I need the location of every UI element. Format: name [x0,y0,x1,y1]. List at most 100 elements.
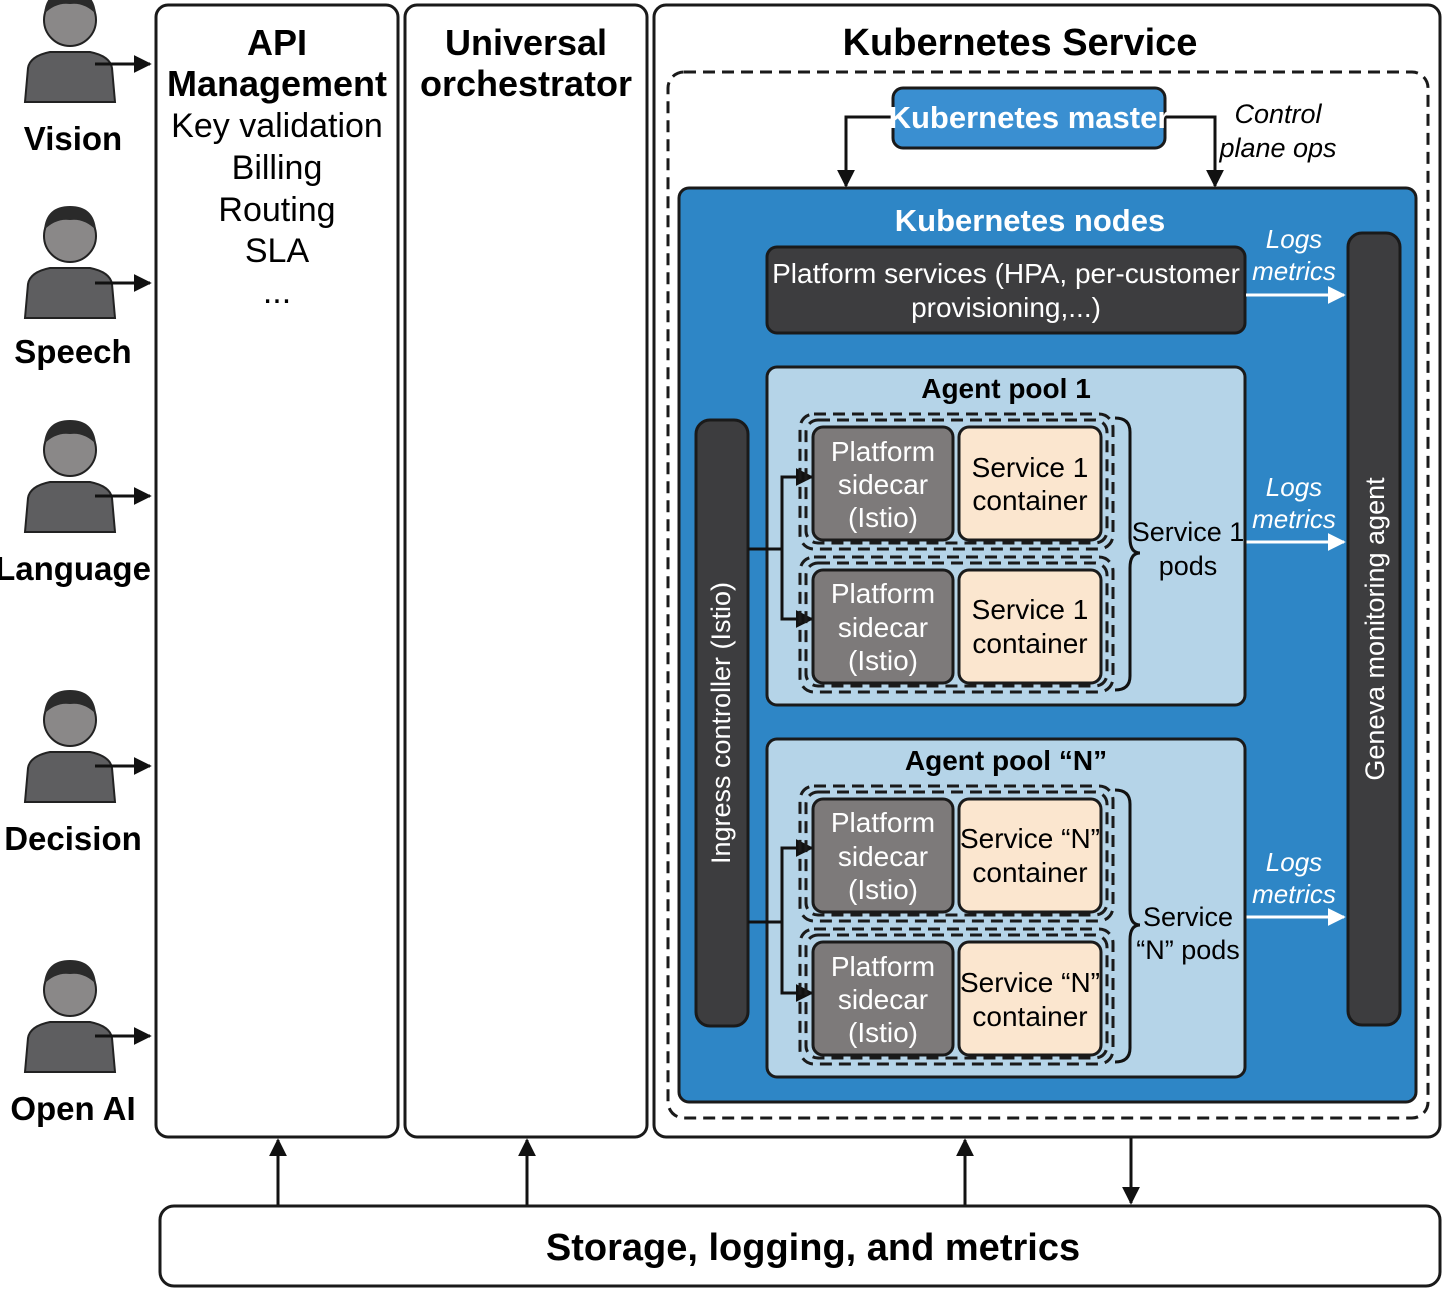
speech-label: Speech [14,333,131,370]
agent-pool-n-title: Agent pool “N” [905,745,1107,776]
master-left-arrow [837,115,893,188]
pooln-pod1-service-line1: Service “N” [960,823,1100,854]
pool1-pod2-sidecar-line2: sidecar [838,612,928,643]
ingress-to-pooln-pod2-arrow [780,922,814,1002]
api-title-line2: Management [167,63,387,104]
pooln-pods-label-line2: “N” pods [1136,935,1240,965]
pool1-pod1-service-line2: container [972,485,1087,516]
pool1-pod1-service-box [957,425,1103,542]
pool1-pod1-sidecar-line1: Platform [831,436,935,467]
kubernetes-master-box [891,86,1167,150]
kubernetes-nodes-title: Kubernetes nodes [895,203,1165,238]
pooln-pod1-sidecar-line2: sidecar [838,841,928,872]
pool1-pod1-sidecar-line3: (Istio) [848,502,918,533]
metrics-label-2: metrics [1252,504,1336,534]
logs-label-2: Logs [1266,472,1322,502]
pool1-pods-brace [1114,416,1141,692]
openai-user-icon [24,959,116,1073]
pooln-pods-brace [1114,788,1141,1064]
pooln-pod1-sidecar-box [811,797,955,914]
platform-services-box [765,245,1247,335]
pool1-pod2-service-line1: Service 1 [972,594,1089,625]
api-item-routing: Routing [218,191,335,229]
metrics-label-1: metrics [1252,256,1336,286]
pool1-pod2-sidecar-line1: Platform [831,578,935,609]
storage-box [158,1204,1442,1288]
pooln-pod2-service-box [957,940,1103,1057]
api-item-billing: Billing [232,149,323,187]
api-management-panel: API Management Key validation Billing Ro… [154,3,400,1139]
user-openai: Open AI [10,959,152,1127]
kubernetes-title: Kubernetes Service [843,22,1198,64]
logs-label-1: Logs [1266,224,1322,254]
kubernetes-cluster-boundary [666,70,1430,1120]
pooln-pod-2: Platform sidecar (Istio) Service “N” con… [798,927,1115,1066]
language-user-icon [24,419,116,533]
openai-label: Open AI [10,1090,135,1127]
pooln-pod1-service-line2: container [972,857,1087,888]
api-item-sla: SLA [245,232,310,270]
pool1-pod1-sidecar-line2: sidecar [838,469,928,500]
ingress-controller-bar [694,418,750,1028]
pooln-pod2-service-line2: container [972,1001,1087,1032]
pooln-pod-1: Platform sidecar (Istio) Service “N” con… [798,784,1115,923]
orchestrator-title-line2: orchestrator [420,63,632,104]
pool1-pod-2: Platform sidecar (Istio) Service 1 conta… [798,555,1115,694]
monitoring-agent-bar [1346,231,1402,1027]
pool1-pod1-sidecar-box [811,425,955,542]
logs-metrics-1: Logs metrics [1246,224,1346,304]
control-plane-line1: Control [1234,99,1322,129]
pooln-pod2-sidecar-box [811,940,955,1057]
agent-pool-n: Agent pool “N” Platform sidecar (Istio) … [748,737,1247,1079]
metrics-label-3: metrics [1252,879,1336,909]
ingress-to-pooln-pod1-arrow [748,839,814,924]
pool1-pods-label-line1: Service 1 [1132,517,1245,547]
ingress-to-pool1-pod1-arrow [748,468,814,551]
ingress-to-pool1-pod2-arrow [780,549,814,628]
pool1-pod-1: Platform sidecar (Istio) Service 1 conta… [798,412,1115,551]
vision-user-icon [24,0,116,103]
storage-label: Storage, logging, and metrics [546,1227,1080,1269]
api-item-key-validation: Key validation [171,107,383,145]
pooln-pod1-service-box [957,797,1103,914]
pool1-pod2-service-line2: container [972,628,1087,659]
agent-pool-1-title: Agent pool 1 [921,373,1091,404]
kubernetes-service-panel: Kubernetes Service Kubernetes master Con… [652,3,1442,1139]
ingress-controller-label: Ingress controller (Istio) [706,582,736,864]
pooln-pod2-sidecar-line3: (Istio) [848,1017,918,1048]
logs-metrics-2: Logs metrics [1246,472,1346,551]
api-item-more: ... [263,273,291,311]
monitoring-agent-label: Geneva monitoring agent [1360,477,1390,781]
platform-services-line2: provisioning,...) [911,292,1101,323]
pooln-pod1-sidecar-line1: Platform [831,807,935,838]
pooln-pod2-sidecar-line2: sidecar [838,984,928,1015]
kubernetes-master-label: Kubernetes master [889,100,1170,135]
user-decision: Decision [4,689,152,857]
user-vision: Vision [24,0,152,157]
orchestrator-panel: Universal orchestrator [403,3,649,1139]
pool1-pod2-sidecar-line3: (Istio) [848,645,918,676]
speech-user-icon [24,205,116,319]
vision-label: Vision [24,120,122,157]
control-plane-line2: plane ops [1218,133,1336,163]
pooln-pod2-service-line1: Service “N” [960,967,1100,998]
pooln-pod2-sidecar-line1: Platform [831,951,935,982]
user-speech: Speech [14,205,152,370]
orchestrator-title-line1: Universal [445,22,607,63]
user-language: Language [0,419,152,587]
pool1-pod2-service-box [957,568,1103,685]
language-label: Language [0,550,151,587]
pool1-pod1-service-line1: Service 1 [972,452,1089,483]
logs-metrics-3: Logs metrics [1246,847,1346,926]
storage-panel: Storage, logging, and metrics [158,1138,1442,1288]
agent-pool-1: Agent pool 1 Platform sidecar (Istio) Se… [748,365,1247,707]
master-right-arrow [1164,115,1224,188]
platform-services-line1: Platform services (HPA, per-customer [772,258,1240,289]
logs-label-3: Logs [1266,847,1322,877]
pool1-pod2-sidecar-box [811,568,955,685]
decision-label: Decision [4,820,142,857]
api-title-line1: API [247,22,307,63]
pool1-pods-label-line2: pods [1159,551,1218,581]
decision-user-icon [24,689,116,803]
pooln-pod1-sidecar-line3: (Istio) [848,874,918,905]
